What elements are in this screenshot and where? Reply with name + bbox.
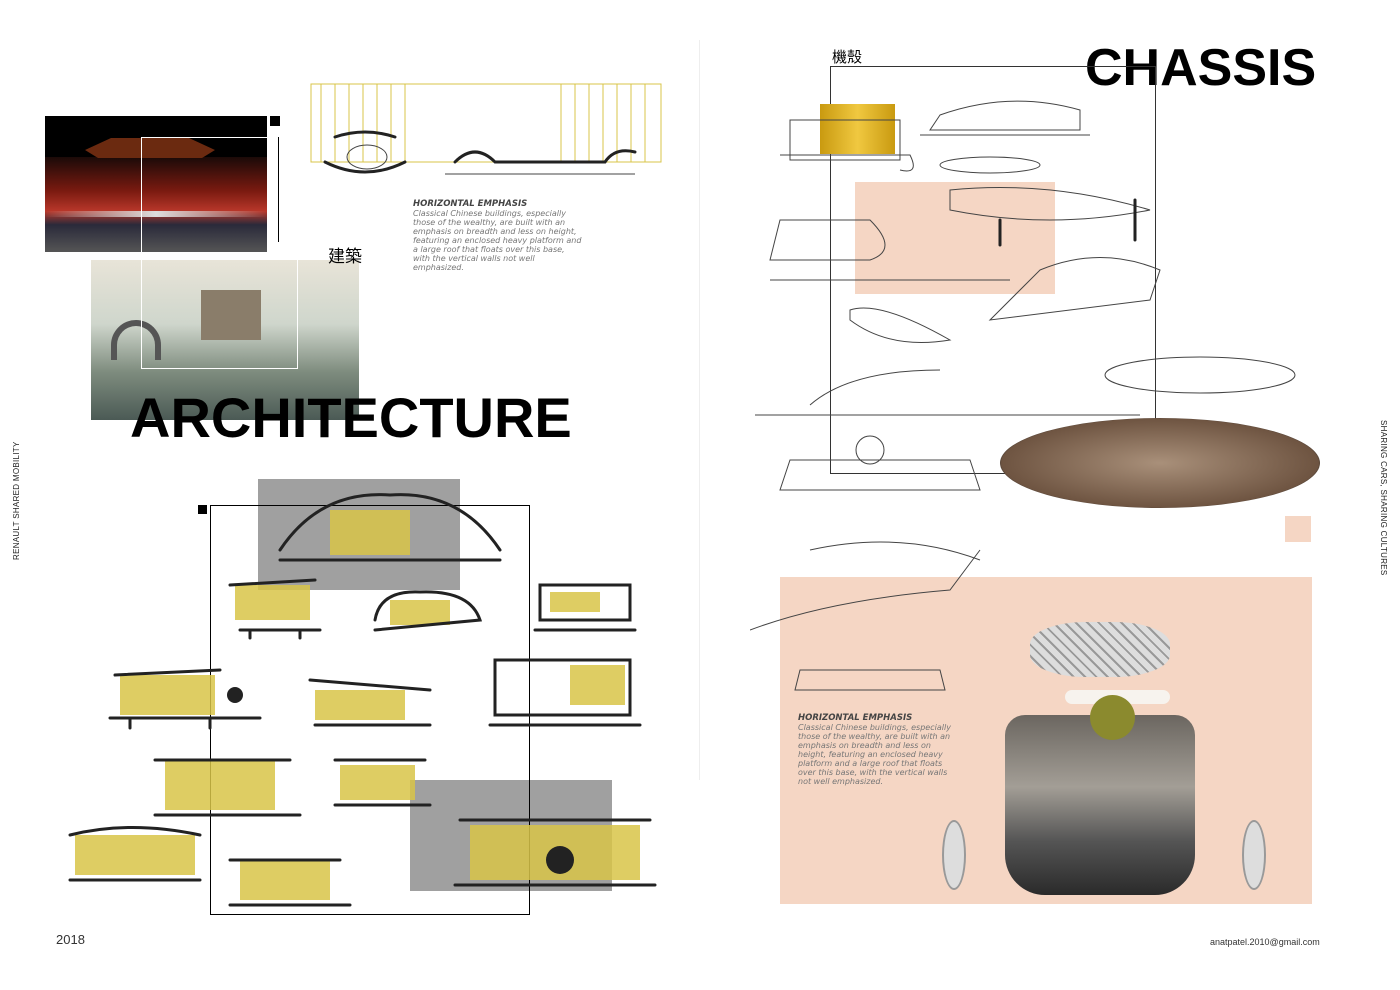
- vehicle-sketch: [278, 493, 502, 562]
- frame-outline: [141, 137, 298, 369]
- vertical-label-left: RENAULT SHARED MOBILITY: [12, 441, 21, 560]
- chinese-label-left: 建築: [328, 247, 362, 267]
- wood-chassis-render: [1000, 418, 1320, 508]
- wheel-render-right: [1242, 820, 1266, 890]
- note-heading: HORIZONTAL EMPHASIS: [798, 713, 913, 723]
- contact-email: anatpatel.2010@gmail.com: [1210, 937, 1320, 947]
- note-heading: HORIZONTAL EMPHASIS: [413, 199, 528, 209]
- connector-line: [278, 137, 279, 242]
- page-title-architecture: ARCHITECTURE: [130, 386, 572, 449]
- lattice-roof-render: [1030, 622, 1170, 677]
- note-body: Classical Chinese buildings, especially …: [798, 723, 951, 786]
- vehicle-render: [1005, 695, 1195, 895]
- note-body: Classical Chinese buildings, especially …: [413, 209, 582, 272]
- page-title-chassis: CHASSIS: [1085, 39, 1317, 97]
- chassis-note: HORIZONTAL EMPHASIS Classical Chinese bu…: [798, 713, 958, 787]
- peach-square: [1285, 516, 1311, 542]
- yellow-render: [820, 104, 895, 154]
- vehicle-sketches: [68, 493, 657, 907]
- chinese-label-right: 機殼: [832, 48, 863, 66]
- year: 2018: [56, 932, 85, 947]
- architecture-note: HORIZONTAL EMPHASIS Classical Chinese bu…: [413, 199, 583, 273]
- wheel-render-left: [942, 820, 966, 890]
- vertical-label-right: SHARING CARS, SHARING CULTURES: [1379, 420, 1388, 576]
- black-marker-square: [270, 116, 280, 126]
- black-marker-square: [198, 505, 207, 514]
- chinese-painting-image: [91, 260, 359, 420]
- forbidden-city-photo: [45, 116, 267, 252]
- page-divider: [699, 40, 700, 780]
- platform-sketch-top: [310, 83, 662, 175]
- sketch-frame: [830, 66, 1156, 474]
- chassis-sketches: [750, 100, 1296, 691]
- peach-block: [855, 182, 1055, 294]
